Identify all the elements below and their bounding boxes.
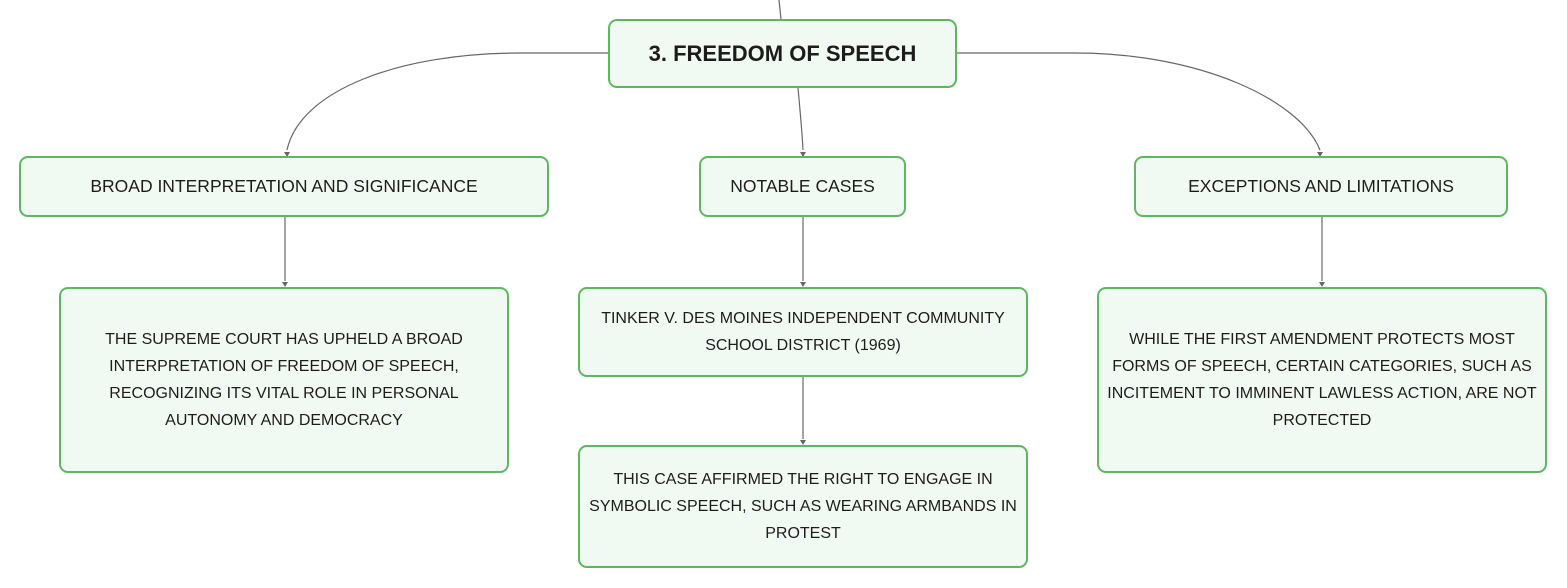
arrowhead-symbolic [800, 440, 806, 445]
topic-node-label: BROAD INTERPRETATION AND SIGNIFICANCE [90, 176, 478, 196]
root-node-label: 3. FREEDOM OF SPEECH [648, 40, 917, 66]
arrowhead-except-leaf [1319, 282, 1325, 287]
arrowhead-cases [800, 152, 806, 157]
detail-node-broad-interpretation[interactable]: THE SUPREME COURT HAS UPHELD A BROAD INT… [59, 287, 509, 473]
detail-node-text: TINKER V. DES MOINES INDEPENDENT COMMUNI… [601, 310, 1005, 354]
root-node-freedom-of-speech[interactable]: 3. FREEDOM OF SPEECH [608, 19, 957, 88]
detail-node-text: THE SUPREME COURT HAS UPHELD A BROAD INT… [105, 331, 463, 429]
topic-node-notable-cases[interactable]: NOTABLE CASES [699, 156, 906, 217]
detail-node-text: THIS CASE AFFIRMED THE RIGHT TO ENGAGE I… [589, 471, 1017, 542]
detail-node-tinker-case[interactable]: TINKER V. DES MOINES INDEPENDENT COMMUNI… [578, 287, 1028, 377]
detail-node-text: WHILE THE FIRST AMENDMENT PROTECTS MOST … [1107, 331, 1537, 429]
detail-node-exceptions[interactable]: WHILE THE FIRST AMENDMENT PROTECTS MOST … [1097, 287, 1547, 473]
topic-node-exceptions-limitations[interactable]: EXCEPTIONS AND LIMITATIONS [1134, 156, 1508, 217]
topic-node-label: NOTABLE CASES [730, 176, 875, 196]
topic-node-label: EXCEPTIONS AND LIMITATIONS [1188, 176, 1454, 196]
detail-node-symbolic-speech[interactable]: THIS CASE AFFIRMED THE RIGHT TO ENGAGE I… [578, 445, 1028, 568]
topic-node-broad-interpretation[interactable]: BROAD INTERPRETATION AND SIGNIFICANCE [19, 156, 549, 217]
arrowhead-tinker [800, 282, 806, 287]
arrowhead-except [1317, 152, 1323, 157]
connector-root-to-cases [797, 87, 804, 151]
connector-root-to-except [957, 52, 1321, 151]
connector-root-to-broad [286, 52, 608, 151]
connector-parent-to-root [778, 0, 782, 20]
arrowhead-broad [284, 152, 290, 157]
arrowhead-broad-leaf [282, 282, 288, 287]
